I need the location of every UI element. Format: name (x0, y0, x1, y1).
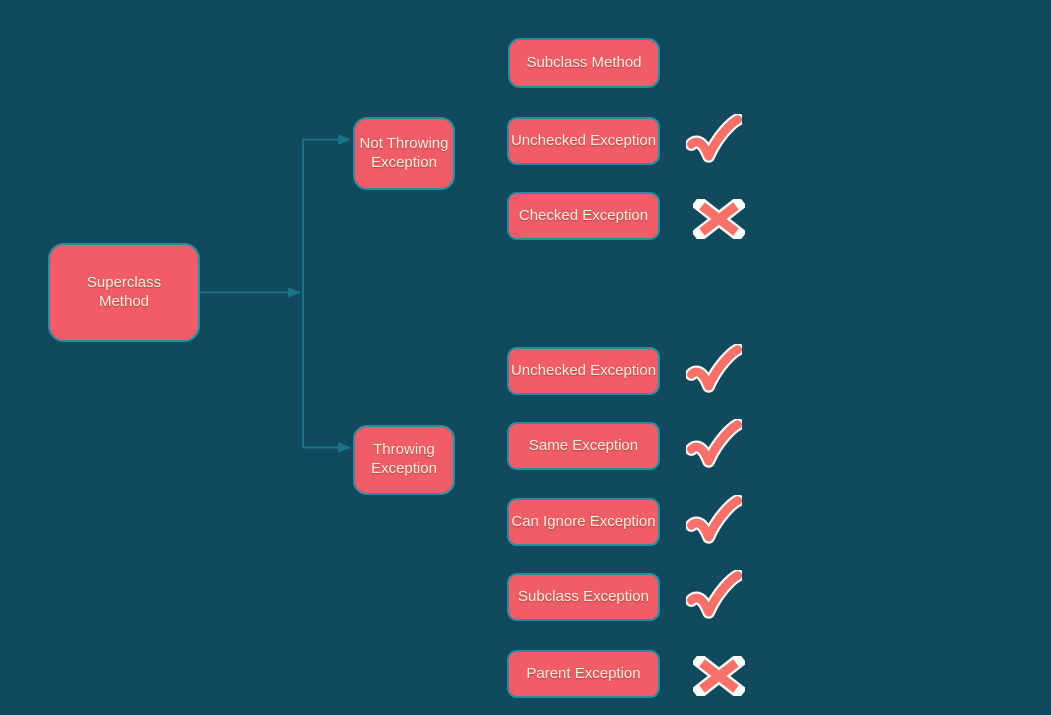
node-can-ignore-exception: Can Ignore Exception (507, 498, 660, 546)
check-icon (686, 495, 742, 545)
check-icon (686, 570, 742, 620)
node-throwing-exception: Throwing Exception (353, 425, 455, 495)
node-subclass-exception: Subclass Exception (507, 573, 660, 621)
check-icon (686, 344, 742, 394)
node-checked-exception: Checked Exception (507, 192, 660, 240)
node-label: Subclass Method (526, 53, 642, 71)
node-subclass-method: Subclass Method (508, 38, 660, 88)
node-not-throwing-exception: Not Throwing Exception (353, 117, 455, 190)
node-unchecked-exception-2: Unchecked Exception (507, 347, 660, 395)
node-label: Same Exception (528, 436, 639, 454)
node-same-exception: Same Exception (507, 422, 660, 470)
node-label: Not Throwing Exception (359, 134, 449, 171)
node-unchecked-exception-1: Unchecked Exception (507, 117, 660, 165)
node-label: Subclass Exception (518, 587, 649, 605)
node-label: Superclass Method (86, 273, 162, 310)
check-icon (686, 114, 742, 164)
node-label: Throwing Exception (371, 441, 437, 477)
node-label: Can Ignore Exception (511, 512, 656, 530)
cross-icon (693, 656, 745, 696)
cross-icon (693, 199, 745, 239)
node-label: Checked Exception (518, 206, 649, 224)
node-label: Unchecked Exception (510, 361, 657, 379)
check-icon (686, 419, 742, 469)
node-label: Unchecked Exception (510, 131, 657, 149)
node-label: Parent Exception (526, 664, 641, 682)
node-parent-exception: Parent Exception (507, 650, 660, 698)
node-superclass-method: Superclass Method (48, 243, 200, 342)
